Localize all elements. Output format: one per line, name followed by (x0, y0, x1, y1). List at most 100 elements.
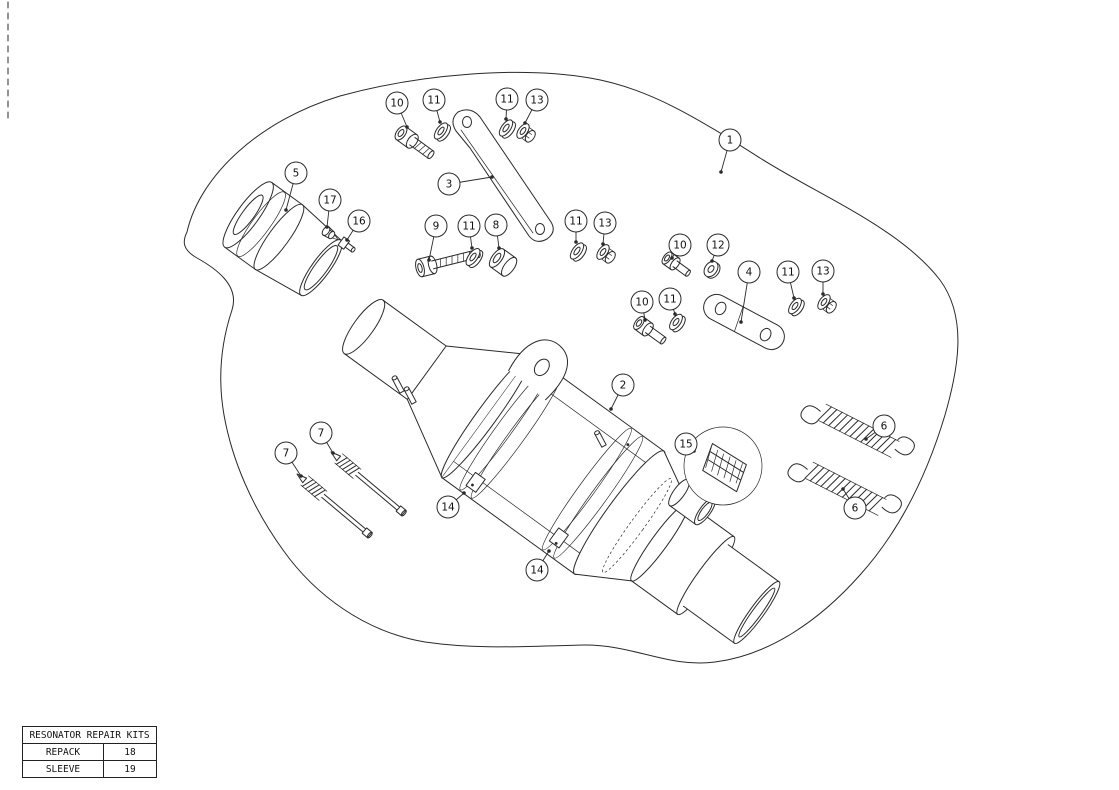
leader-dot (345, 238, 349, 242)
kit-number: 19 (103, 760, 157, 778)
callout-number: 15 (679, 439, 692, 451)
part-7-spring-hook (330, 451, 407, 517)
callout-number: 10 (390, 98, 403, 110)
callout-6: 6 (841, 487, 867, 520)
callout-5: 5 (284, 161, 308, 212)
part-7-spring-hook (296, 473, 373, 539)
callout-10: 10 (630, 290, 654, 322)
callout-11: 11 (658, 287, 682, 316)
callout-balloon (718, 128, 742, 152)
callout-10: 10 (668, 233, 692, 260)
callout-balloon (436, 495, 460, 519)
leader-dot (821, 292, 825, 296)
leader-dot (574, 240, 578, 244)
leader-dot (792, 296, 796, 300)
leader-dot (438, 120, 442, 124)
callout-8: 8 (484, 213, 508, 250)
callout-balloon (457, 214, 481, 238)
callout-7: 7 (274, 441, 303, 478)
callout-balloon (674, 432, 698, 456)
part-10-bolt (394, 125, 435, 160)
part-11-washer (465, 247, 484, 269)
callout-10: 10 (385, 91, 409, 129)
callout-number: 6 (881, 421, 888, 433)
callout-number: 10 (635, 297, 648, 309)
callout-number: 11 (663, 294, 676, 306)
part-13-nut (516, 123, 536, 143)
leader-dot (710, 259, 714, 263)
leader-dot (523, 121, 527, 125)
callout-number: 7 (318, 428, 325, 440)
callout-number: 6 (852, 503, 859, 515)
part-3-mounting-strap (452, 109, 554, 242)
leader-dot (841, 487, 845, 491)
callout-number: 14 (441, 502, 455, 514)
callout-17: 17 (318, 188, 342, 229)
callout-number: 14 (530, 565, 544, 577)
callout-balloon (811, 259, 835, 283)
callout-balloon (706, 233, 730, 257)
leader-dot (497, 246, 501, 250)
callout-number: 13 (598, 218, 611, 230)
leader-dot (670, 256, 674, 260)
leader-dot (547, 549, 551, 553)
kit-number: 18 (103, 743, 157, 761)
kit-name: SLEEVE (22, 760, 104, 778)
callout-balloon (318, 188, 342, 212)
part-4-bracket-plate (703, 293, 785, 351)
callout-number: 11 (781, 267, 794, 279)
part-15-detail-bubble (683, 426, 763, 506)
repair-kits-table: RESONATOR REPAIR KITS REPACK 18 SLEEVE 1… (22, 726, 157, 778)
callout-balloon (630, 290, 654, 314)
part-5-end-sleeve (222, 181, 343, 297)
part-12-washer (703, 260, 721, 279)
callout-balloon (525, 558, 549, 582)
table-row: REPACK 18 (22, 743, 157, 761)
callout-number: 11 (427, 95, 440, 107)
callout-number: 13 (816, 266, 829, 278)
part-13-nut (596, 244, 616, 264)
part-11-washer (669, 313, 686, 333)
callout-15: 15 (674, 432, 698, 456)
leader-dot (470, 246, 474, 250)
leader-dot (490, 175, 494, 179)
assembly-boundary-outline (183, 71, 959, 664)
callout-number: 7 (283, 448, 290, 460)
table-row: SLEEVE 19 (22, 760, 157, 778)
part-11-washer (569, 242, 587, 262)
callout-11: 11 (776, 260, 800, 300)
leader-dot (719, 170, 723, 174)
callout-balloon (843, 496, 867, 520)
part-6-spring (800, 403, 915, 458)
leader-dot (673, 312, 677, 316)
callout-balloon (668, 233, 692, 257)
callout-16: 16 (345, 209, 371, 242)
repair-kits-title: RESONATOR REPAIR KITS (22, 726, 157, 744)
callout-14: 14 (436, 491, 466, 519)
callout-balloon (385, 91, 409, 115)
spring-pin (403, 386, 417, 405)
callout-3: 3 (437, 172, 494, 196)
callout-number: 11 (500, 94, 513, 106)
part-10-bolt (633, 316, 667, 345)
leader-dot (739, 320, 743, 324)
callout-balloon (776, 260, 800, 284)
kit-name: REPACK (22, 743, 104, 761)
leader-dot (462, 491, 466, 495)
callout-number: 11 (569, 216, 582, 228)
callout-number: 3 (446, 179, 453, 191)
callout-number: 4 (746, 267, 753, 279)
callout-balloon (284, 161, 308, 185)
leader-dot (427, 258, 431, 262)
leader-dot (864, 437, 868, 441)
callout-12: 12 (706, 233, 730, 263)
callout-number: 17 (323, 195, 336, 207)
leader-dot (284, 208, 288, 212)
callout-number: 9 (433, 221, 440, 233)
part-11-washer (498, 119, 516, 139)
part-2-muffler-body (342, 299, 781, 645)
leader-dot (405, 125, 409, 129)
part-8-spacer (488, 248, 518, 277)
